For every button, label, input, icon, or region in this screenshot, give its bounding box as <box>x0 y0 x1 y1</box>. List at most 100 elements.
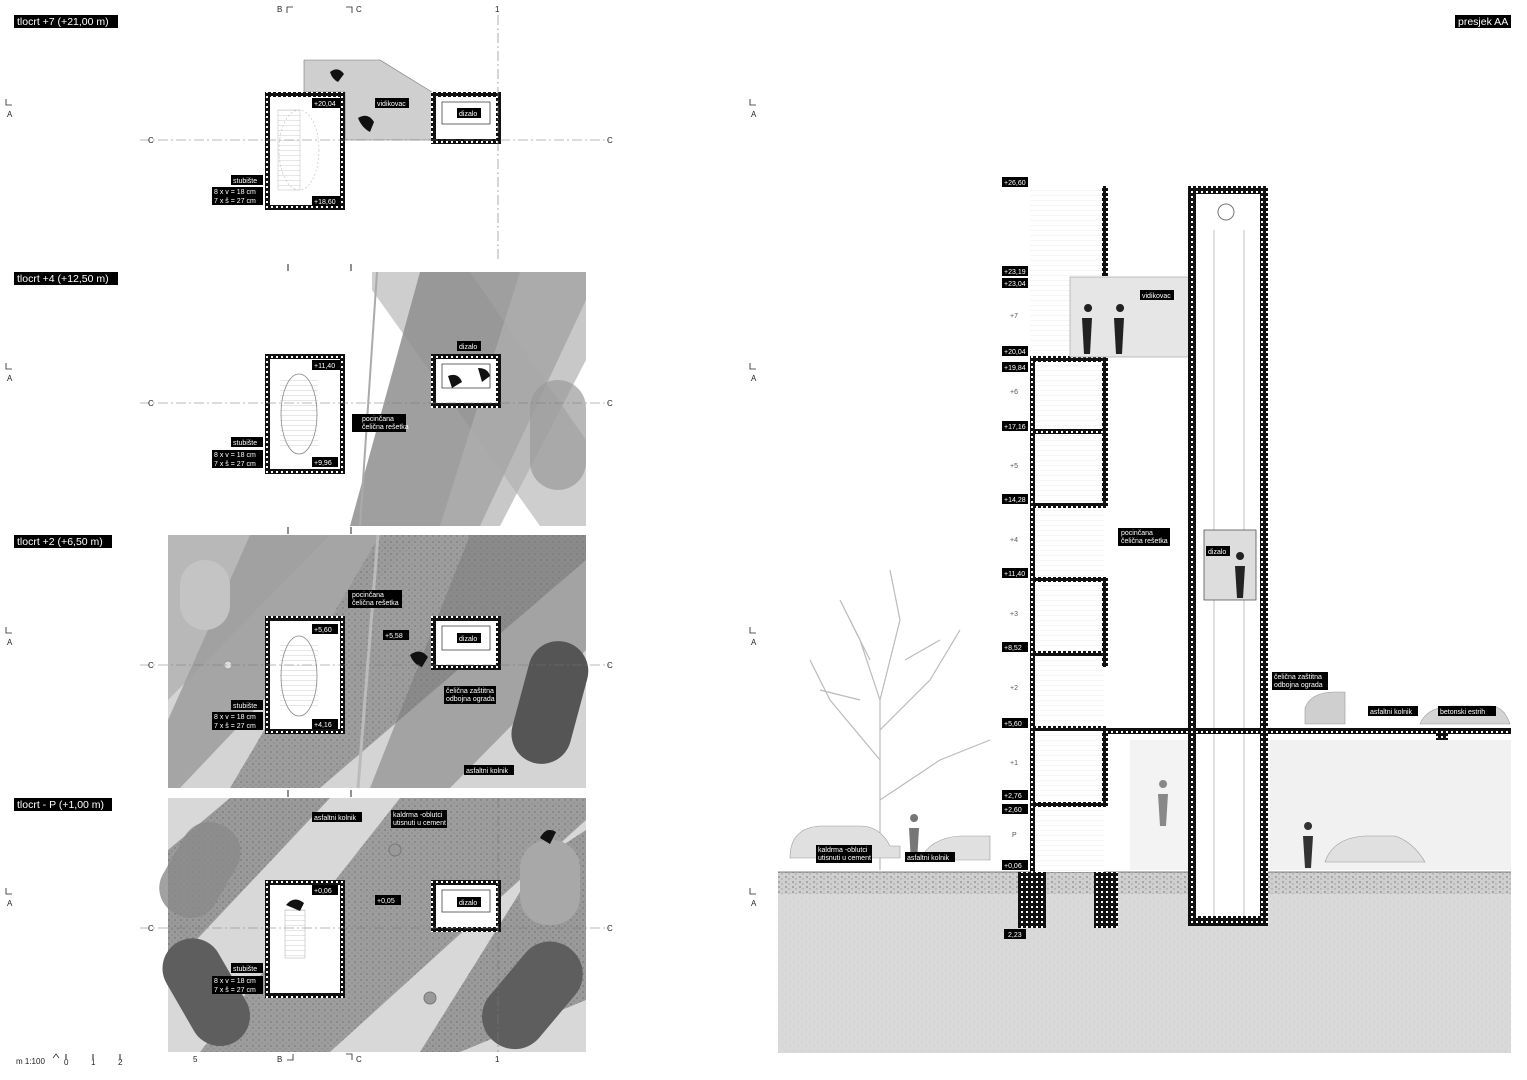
axis-a-label: A <box>7 374 13 383</box>
axis-a-label: A <box>751 899 757 908</box>
floor-number: P <box>1012 832 1017 839</box>
axis-5-label: 5 <box>193 1055 198 1064</box>
car-icon <box>520 840 580 925</box>
floor-number: +6 <box>1010 389 1018 396</box>
scale-bar: m 1:100 0 1 2 <box>16 1053 123 1067</box>
level-tag: +9,96 <box>314 460 332 467</box>
stair-label: stubište <box>233 703 257 710</box>
viewing-platform <box>1069 276 1196 358</box>
riser-label: 8 x v = 18 cm <box>214 452 256 459</box>
person-icon <box>1235 552 1245 598</box>
section-title-bg <box>1455 15 1511 28</box>
axis-c-label: C <box>148 924 154 933</box>
road-label: asfaltni kolnik <box>466 768 509 775</box>
elevator-cabin <box>1203 529 1257 601</box>
axis-b-label: B <box>277 5 282 14</box>
plan-title-bg <box>14 272 118 285</box>
level-tag: +20,04 <box>314 101 336 108</box>
level-tag: +5,58 <box>385 633 403 640</box>
axis-c-label: C <box>356 5 362 14</box>
axis-c-label: C <box>607 399 613 408</box>
riser-label: 8 x v = 18 cm <box>214 189 256 196</box>
axis-a-label: A <box>7 638 13 647</box>
level-tag: +18,60 <box>314 199 336 206</box>
level-tag: +5,60 <box>314 627 332 634</box>
axis-a-label: A <box>751 638 757 647</box>
axis-c-label: C <box>607 136 613 145</box>
level-tag: +19,84 <box>1004 365 1026 372</box>
section-aa: presjek AA A A A A <box>749 15 1511 1053</box>
level-tag: +14,28 <box>1004 497 1026 504</box>
person-icon <box>1114 304 1125 354</box>
level-tag: +0,06 <box>1004 863 1022 870</box>
elevator-label: dizalo <box>1208 549 1226 556</box>
foundation <box>1094 872 1118 928</box>
plan-title: tlocrt +7 (+21,00 m) <box>17 16 109 28</box>
axis-a-label: A <box>7 899 13 908</box>
ground-gravel <box>778 872 1511 894</box>
axis-b-label: B <box>277 1055 282 1064</box>
stair-label: stubište <box>233 966 257 973</box>
level-tag: +2,76 <box>1004 793 1022 800</box>
riser-label: 8 x v = 18 cm <box>214 714 256 721</box>
person-icon <box>358 115 374 132</box>
person-icon <box>286 899 304 911</box>
axis-a-label: A <box>7 110 13 119</box>
axis-markers: A A A A C C C C C C C C B C 1 B C 1 5 <box>5 5 613 1064</box>
scale-tick: 1 <box>91 1058 96 1067</box>
person-icon <box>1303 822 1313 868</box>
person-icon <box>540 830 556 844</box>
level-tag: +26,60 <box>1004 180 1026 187</box>
tread-label: 7 x š = 27 cm <box>214 198 256 205</box>
road-label: asfaltni kolnik <box>907 855 950 862</box>
stair-label: stubište <box>233 440 257 447</box>
level-tag: +17,16 <box>1004 424 1026 431</box>
car-icon <box>162 938 250 1046</box>
plan-level-7: tlocrt +7 (+21,00 m) vidikovac dizalo +2… <box>14 15 610 260</box>
person-icon <box>410 651 428 667</box>
level-tag: +8,52 <box>1004 645 1022 652</box>
axis-c-label: C <box>356 1055 362 1064</box>
car-icon <box>1304 691 1346 725</box>
floor-number: +1 <box>1010 760 1018 767</box>
floor-number: +3 <box>1010 611 1018 618</box>
level-tag: +23,19 <box>1004 269 1026 276</box>
foundation <box>1018 872 1046 928</box>
level-tag: +2,60 <box>1004 807 1022 814</box>
scale-tick: 0 <box>64 1058 69 1067</box>
stair-label: stubište <box>233 178 257 185</box>
car-icon <box>511 641 589 764</box>
level-tag: 2,23 <box>1008 932 1022 939</box>
plan-title: tlocrt - P (+1,00 m) <box>17 799 104 811</box>
person-icon <box>909 814 919 862</box>
level-tag: +11,40 <box>1004 571 1025 578</box>
tread-label: 7 x š = 27 cm <box>214 723 256 730</box>
level-tag: +0,05 <box>377 898 395 905</box>
plan-title: tlocrt +2 (+6,50 m) <box>17 536 103 548</box>
plan-level-ground: tlocrt - P (+1,00 m) asfaltni kolnik kal… <box>14 798 610 1052</box>
elevator-label: dizalo <box>459 636 477 643</box>
scale-tick: 2 <box>118 1058 123 1067</box>
viewpoint-label: vidikovac <box>1142 293 1171 300</box>
floor-number: +5 <box>1010 463 1018 470</box>
elevator-label: dizalo <box>459 111 477 118</box>
level-tag: +23,04 <box>1004 281 1026 288</box>
tread-label: 7 x š = 27 cm <box>214 461 256 468</box>
floor-number: +7 <box>1010 313 1018 320</box>
person-icon <box>448 368 490 388</box>
level-tag: +11,40 <box>314 363 335 370</box>
level-tag: +20,04 <box>1004 349 1026 356</box>
level-tag: +0,06 <box>314 888 332 895</box>
screed-label: betonski estrih <box>1440 709 1485 716</box>
axis-c-label: C <box>607 924 613 933</box>
plan-title-bg <box>14 798 112 811</box>
